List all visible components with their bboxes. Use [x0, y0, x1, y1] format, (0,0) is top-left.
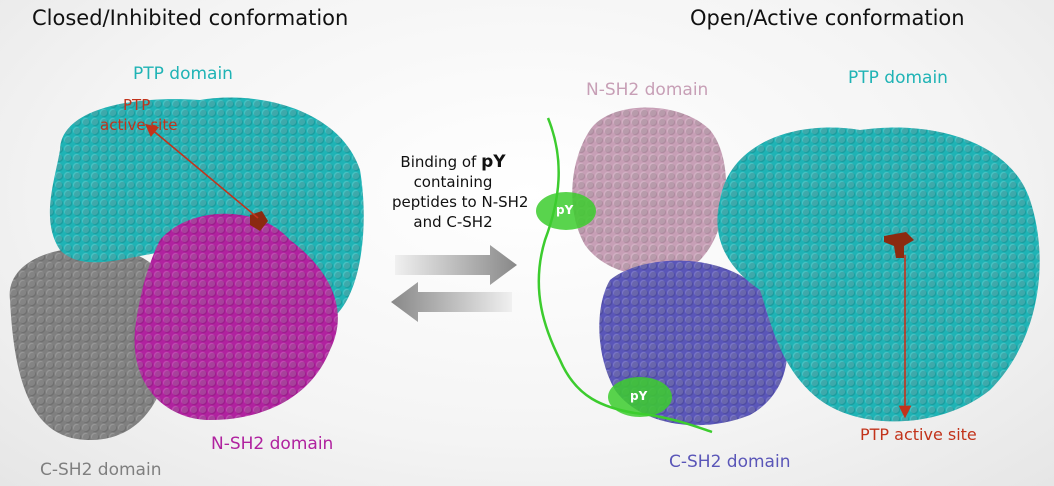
open-nsh2-label: N-SH2 domain	[586, 80, 709, 100]
open-active-site	[884, 232, 914, 258]
closed-csh2-label: C-SH2 domain	[40, 460, 162, 480]
reverse-arrow	[391, 282, 512, 322]
open-csh2-label: C-SH2 domain	[669, 452, 791, 472]
open-ptp-label: PTP domain	[848, 68, 948, 88]
binding-line4: and C-SH2	[413, 213, 493, 231]
open-active-site-label: PTP active site	[860, 425, 977, 444]
closed-active-site-label-1: PTP	[123, 96, 151, 114]
closed-title: Closed/Inhibited conformation	[32, 6, 349, 30]
py-bottom-badge	[608, 377, 672, 417]
py-top-label: pY	[556, 203, 574, 217]
py-bottom-label: pY	[630, 389, 648, 403]
closed-csh2-domain	[9, 247, 174, 440]
py-top-badge	[536, 192, 596, 230]
forward-arrow	[395, 245, 517, 285]
closed-ptp-label: PTP domain	[133, 64, 233, 84]
binding-line1-bold: pY	[481, 152, 506, 172]
closed-nsh2-domain	[134, 213, 338, 420]
binding-line2: containing	[413, 173, 493, 191]
open-title: Open/Active conformation	[690, 6, 965, 30]
binding-description: Binding of pY containing peptides to N-S…	[392, 152, 529, 232]
closed-nsh2-label: N-SH2 domain	[211, 434, 334, 454]
open-ptp-domain	[717, 127, 1040, 422]
closed-active-site-arrow	[145, 123, 259, 219]
binding-line3: peptides to N-SH2	[392, 193, 529, 211]
binding-line1-prefix: Binding of	[400, 153, 482, 171]
closed-active-site-label-2: active site	[100, 116, 178, 134]
open-nsh2-domain	[572, 107, 727, 276]
